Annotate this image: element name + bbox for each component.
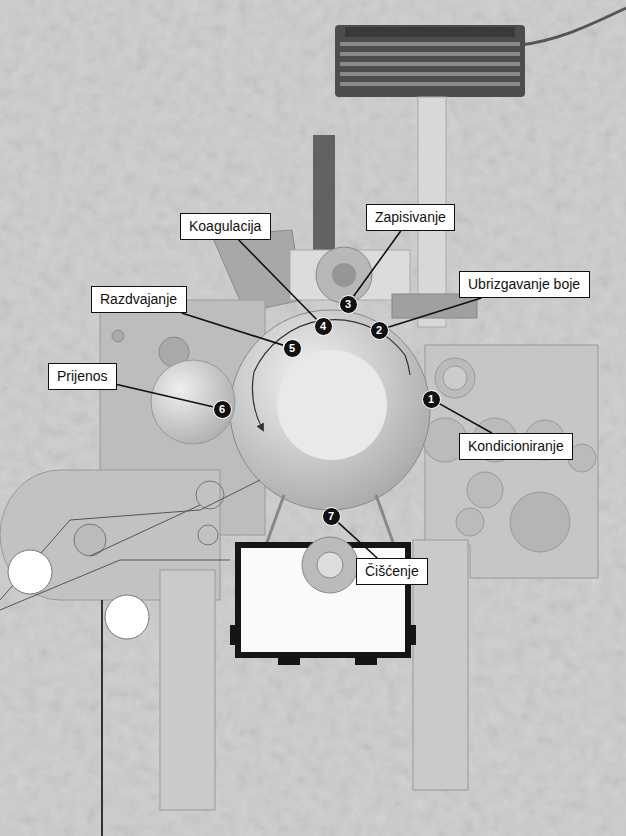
label-text: Čišćenje <box>365 563 419 579</box>
leader-line <box>338 522 377 558</box>
label-text: Razdvajanje <box>100 291 177 307</box>
callout-digit: 5 <box>289 343 295 354</box>
callout-label: Ubrizgavanje boje <box>459 271 590 298</box>
callout-digit: 2 <box>376 325 382 336</box>
laser-housing <box>313 135 335 260</box>
label-text: Ubrizgavanje boje <box>468 276 580 292</box>
callout-digit: 6 <box>219 404 225 415</box>
callout-digit: 7 <box>328 511 334 522</box>
paper-path <box>0 470 260 836</box>
rotation-arc <box>405 355 410 375</box>
callout-number: 3 <box>339 295 358 314</box>
callout-number: 6 <box>213 400 232 419</box>
callout-number: 1 <box>422 390 441 409</box>
callout-label: Prijenos <box>48 363 117 390</box>
label-text: Kondicioniranje <box>468 438 564 454</box>
laser-roller <box>316 247 372 303</box>
drum-core <box>277 350 387 460</box>
rotation-arrow <box>252 372 262 428</box>
callout-digit: 4 <box>320 321 326 332</box>
callout-label: Razdvajanje <box>91 286 187 313</box>
callout-label: Kondicioniranje <box>459 433 573 460</box>
cleaning-blade <box>376 495 394 545</box>
leader-line <box>388 298 481 327</box>
callout-number: 5 <box>283 339 302 358</box>
label-text: Prijenos <box>57 368 108 384</box>
label-text: Zapisivanje <box>375 209 446 225</box>
callout-number: 4 <box>314 317 333 336</box>
ink-unit <box>335 25 525 97</box>
leader-line <box>239 240 317 319</box>
leader-line <box>439 404 492 433</box>
leader-line <box>354 231 401 296</box>
cleaning-station <box>230 537 416 665</box>
callout-label: Koagulacija <box>180 213 271 240</box>
cleaning-blade <box>266 495 284 545</box>
callout-digit: 3 <box>345 299 351 310</box>
leader-line <box>182 313 283 345</box>
callout-label: Čišćenje <box>356 558 428 585</box>
callout-number: 2 <box>370 321 389 340</box>
callout-number: 7 <box>322 507 341 526</box>
callout-label: Zapisivanje <box>366 204 455 231</box>
callout-digit: 1 <box>428 394 434 405</box>
label-text: Koagulacija <box>189 218 261 234</box>
gear <box>112 330 124 342</box>
support-column <box>160 570 215 810</box>
leader-line <box>117 385 213 407</box>
cable <box>520 8 626 45</box>
laser-roller-core <box>332 263 356 287</box>
